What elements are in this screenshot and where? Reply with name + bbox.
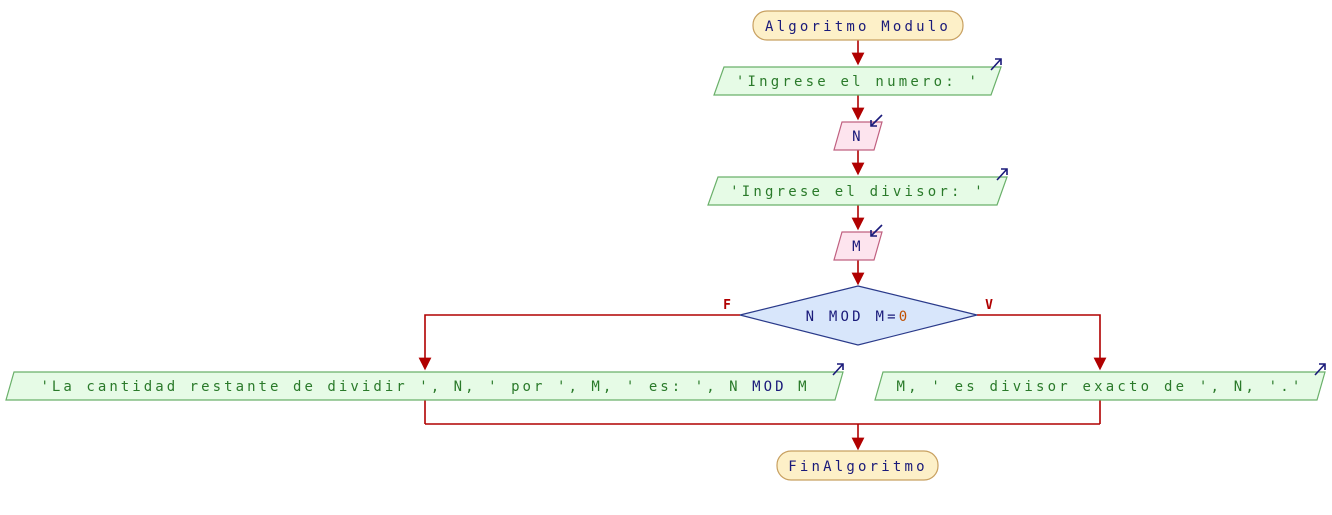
decision-mod: N MOD M=0 F V	[723, 285, 993, 346]
output-prompt-divisor-text: 'Ingrese el divisor: '	[730, 184, 986, 200]
output-false-branch: 'La cantidad restante de dividir ', N, '…	[5, 363, 844, 401]
input-n-text: N	[852, 129, 864, 145]
start-terminal: Algoritmo Modulo	[752, 10, 964, 41]
connector-false-branch	[418, 314, 740, 371]
false-branch-label: F	[723, 298, 731, 313]
output-arrow-icon	[996, 168, 1008, 181]
output-arrow-icon	[832, 363, 844, 376]
decision-text: N MOD M=0	[806, 309, 911, 325]
end-label: FinAlgoritmo	[788, 459, 928, 475]
connector-true-branch	[977, 314, 1107, 371]
end-terminal: FinAlgoritmo	[776, 450, 939, 481]
output-false-text: 'La cantidad restante de dividir ', N, '…	[40, 379, 809, 395]
true-branch-label: V	[985, 298, 993, 313]
output-arrow-icon	[1314, 363, 1326, 376]
output-arrow-icon	[990, 58, 1002, 71]
input-n: N	[833, 114, 883, 151]
output-true-branch: M, ' es divisor exacto de ', N, '.'	[874, 363, 1326, 401]
start-label: Algoritmo Modulo	[765, 19, 951, 35]
output-prompt-divisor: 'Ingrese el divisor: '	[707, 168, 1008, 206]
output-prompt-numero-text: 'Ingrese el numero: '	[736, 74, 980, 90]
input-arrow-icon	[870, 114, 883, 127]
output-prompt-numero: 'Ingrese el numero: '	[713, 58, 1002, 96]
output-true-text: M, ' es divisor exacto de ', N, '.'	[896, 379, 1303, 395]
input-arrow-icon	[870, 224, 883, 237]
connectors	[418, 40, 1107, 451]
input-m-text: M	[852, 239, 864, 255]
input-m: M	[833, 224, 883, 261]
